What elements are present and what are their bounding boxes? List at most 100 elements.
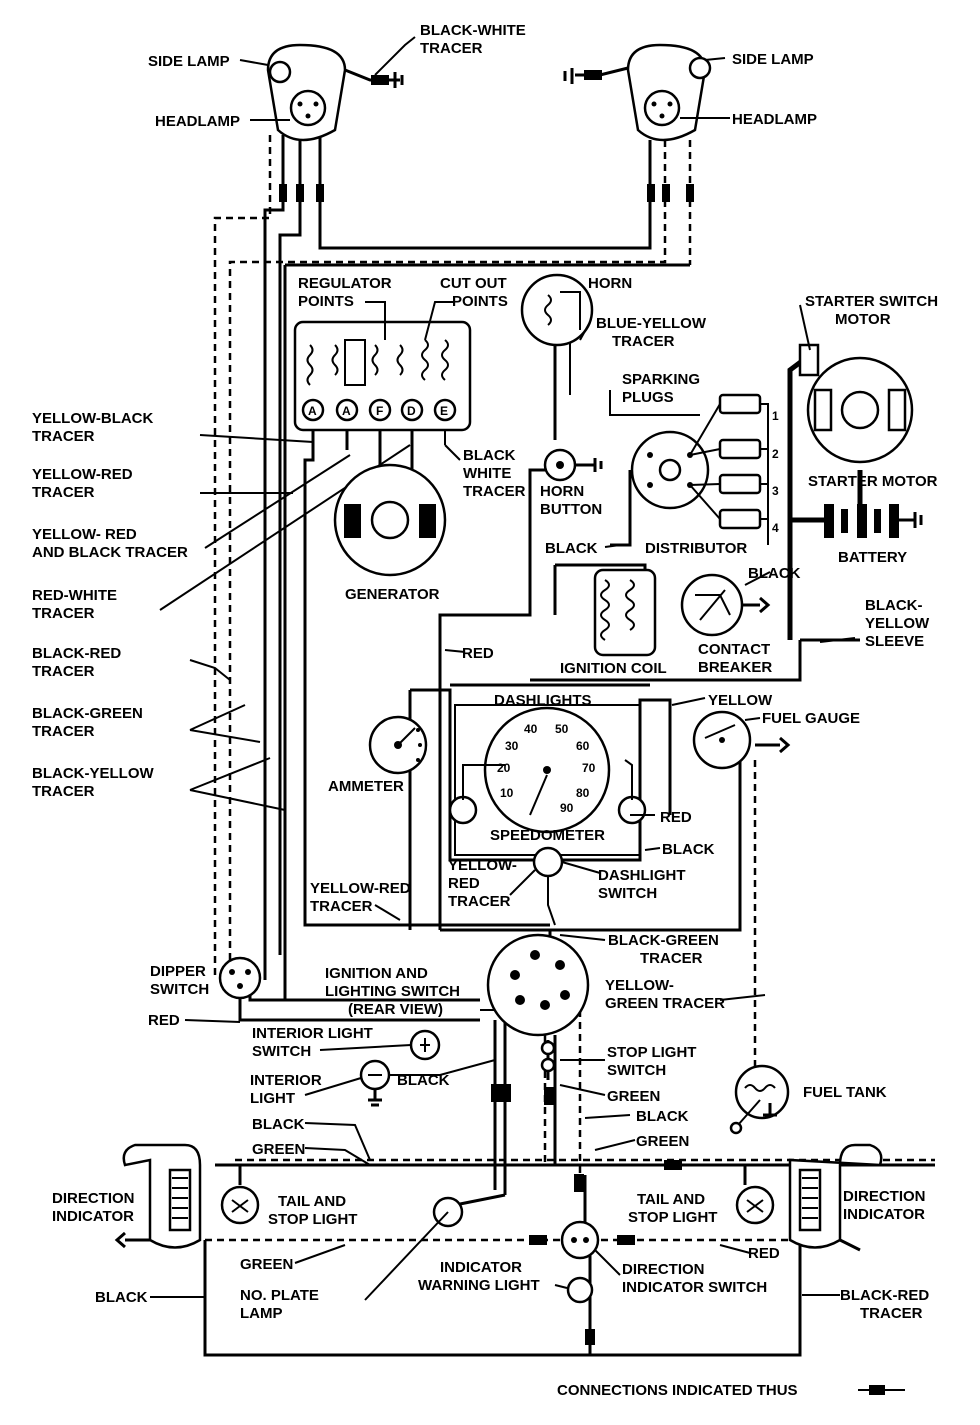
black-green-tracer-ign-label-2: TRACER — [640, 950, 703, 967]
ignition-coil — [593, 568, 657, 657]
stop-light-switch-label-2: SWITCH — [607, 1062, 666, 1079]
terminal-a1-label: A — [308, 404, 317, 418]
contact-breaker-label-2: BREAKER — [698, 659, 772, 676]
black-yellow-tracer-label-1: BLACK-YELLOW — [32, 765, 154, 782]
direction-indicator-left-label-2: INDICATOR — [52, 1208, 134, 1225]
green-rear-label: GREEN — [252, 1141, 305, 1158]
black-bottom-label: BLACK — [95, 1289, 148, 1306]
horn-button — [543, 448, 603, 482]
black-interior-label: BLACK — [397, 1072, 450, 1089]
speedo-tick-50: 50 — [555, 722, 569, 736]
horn-label: HORN — [588, 275, 632, 292]
black-green-tracer-label-2: TRACER — [32, 723, 95, 740]
interior-light-switch — [409, 1029, 441, 1061]
direction-indicator-right-label-1: DIRECTION — [843, 1188, 926, 1205]
red-direction-label: RED — [748, 1245, 780, 1262]
interior-light-switch-label-2: SWITCH — [252, 1043, 311, 1060]
labels: SIDE LAMP SIDE LAMP HEADLAMP HEADLAMP BL… — [32, 22, 938, 1399]
dashlights-label: DASHLIGHTS — [494, 692, 592, 709]
front-lamp-right — [626, 43, 712, 142]
dipper-switch — [218, 956, 262, 1000]
sparking-plugs-label-1: SPARKING — [622, 371, 700, 388]
side-lamp-right-label: SIDE LAMP — [732, 51, 814, 68]
speedo-tick-90: 90 — [560, 801, 574, 815]
indicator-warning-label-2: WARNING LIGHT — [418, 1277, 540, 1294]
interior-light-label-1: INTERIOR — [250, 1072, 322, 1089]
tail-stop-left-label-1: TAIL AND — [278, 1193, 346, 1210]
yellow-red-black-tracer-label-2: AND BLACK TRACER — [32, 544, 188, 561]
terminal-d-label: D — [407, 404, 416, 418]
speedo-tick-70: 70 — [582, 761, 596, 775]
sparking-plugs-label-2: PLUGS — [622, 389, 674, 406]
speedometer-label: SPEEDOMETER — [490, 827, 605, 844]
black-red-tracer-label-1: BLACK-RED — [32, 645, 121, 662]
yellow-red-tracer-label-1: YELLOW-RED — [32, 466, 133, 483]
yellow-black-tracer-label-1: YELLOW-BLACK — [32, 410, 154, 427]
ignition-lighting-switch — [486, 933, 590, 1037]
green-plate-label: GREEN — [240, 1256, 293, 1273]
headlamp-right-label: HEADLAMP — [732, 111, 817, 128]
ammeter-label: AMMETER — [328, 778, 404, 795]
contact-breaker — [680, 573, 771, 637]
battery-label: BATTERY — [838, 549, 907, 566]
black-rear-label: BLACK — [252, 1116, 305, 1133]
black-green-tracer-ign-label-1: BLACK-GREEN — [608, 932, 719, 949]
stop-light-switch-label-1: STOP LIGHT — [607, 1044, 696, 1061]
dashlight-switch — [532, 846, 564, 878]
green-stop-label: GREEN — [607, 1088, 660, 1105]
speedo-tick-30: 30 — [505, 739, 519, 753]
black-yellow-tracer-label-2: TRACER — [32, 783, 95, 800]
headlamp-left-label: HEADLAMP — [155, 113, 240, 130]
black-contact-label: BLACK — [748, 565, 801, 582]
speedo-tick-10: 10 — [500, 786, 514, 800]
interior-light-switch-label-1: INTERIOR LIGHT — [252, 1025, 373, 1042]
ignition-switch-label-2: LIGHTING SWITCH — [325, 983, 460, 1000]
indicator-warning-label-1: INDICATOR — [440, 1259, 522, 1276]
starter-switch-motor-label-1: STARTER SWITCH — [805, 293, 938, 310]
blue-yellow-tracer-label-1: BLUE-YELLOW — [596, 315, 707, 332]
regulator: A A F D E — [293, 320, 472, 432]
direction-indicator-switch-label-2: INDICATOR SWITCH — [622, 1279, 767, 1296]
speedometer: 10 20 30 40 50 60 70 80 90 — [483, 706, 611, 834]
contact-breaker-label-1: CONTACT — [698, 641, 770, 658]
direction-indicator-right — [788, 1143, 883, 1252]
yellow-red-tracer-low-label-2: TRACER — [310, 898, 373, 915]
black-white-tracer-mid-label-3: TRACER — [463, 483, 526, 500]
tail-stop-right-label-1: TAIL AND — [637, 1191, 705, 1208]
cut-out-points-label-1: CUT OUT — [440, 275, 507, 292]
horn-button-label-2: BUTTON — [540, 501, 602, 518]
red-white-tracer-label-2: TRACER — [32, 605, 95, 622]
no-plate-lamp-label-2: LAMP — [240, 1305, 283, 1322]
yellow-green-tracer-label-1: YELLOW- — [605, 977, 674, 994]
leader-lines — [150, 36, 856, 1298]
starter-switch-motor-label-2: MOTOR — [835, 311, 891, 328]
indicator-warning-light — [566, 1276, 594, 1304]
stop-light-switch — [540, 1040, 556, 1080]
cut-out-points-label-2: POINTS — [452, 293, 508, 310]
terminal-f-label: F — [376, 404, 383, 418]
ignition-coil-label: IGNITION COIL — [560, 660, 667, 677]
black-distributor-label: BLACK — [545, 540, 598, 557]
yellow-red-tracer-low-label-1: YELLOW-RED — [310, 880, 411, 897]
yellow-red-black-tracer-label-1: YELLOW- RED — [32, 526, 137, 543]
horn — [520, 273, 594, 347]
black-stop-label: BLACK — [636, 1108, 689, 1125]
yellow-red-tracer-label-2: TRACER — [32, 484, 95, 501]
sparking-plugs: 1 2 3 4 — [689, 393, 779, 545]
direction-indicator-switch-label-1: DIRECTION — [622, 1261, 705, 1278]
dashlight-switch-label-1: DASHLIGHT — [598, 867, 686, 884]
starter-motor — [798, 343, 914, 464]
generator — [333, 463, 447, 577]
plug-1-label: 1 — [772, 409, 779, 423]
red-speedo-label: RED — [660, 809, 692, 826]
green-right-label: GREEN — [636, 1133, 689, 1150]
ignition-switch-label-1: IGNITION AND — [325, 965, 428, 982]
black-speedo-label: BLACK — [662, 841, 715, 858]
fuel-gauge-label: FUEL GAUGE — [762, 710, 860, 727]
black-white-tracer-mid-label-1: BLACK — [463, 447, 516, 464]
red-label: RED — [462, 645, 494, 662]
yellow-green-tracer-label-2: GREEN TRACER — [605, 995, 725, 1012]
connections-note: CONNECTIONS INDICATED THUS — [557, 1382, 798, 1399]
dipper-switch-label-2: SWITCH — [150, 981, 209, 998]
